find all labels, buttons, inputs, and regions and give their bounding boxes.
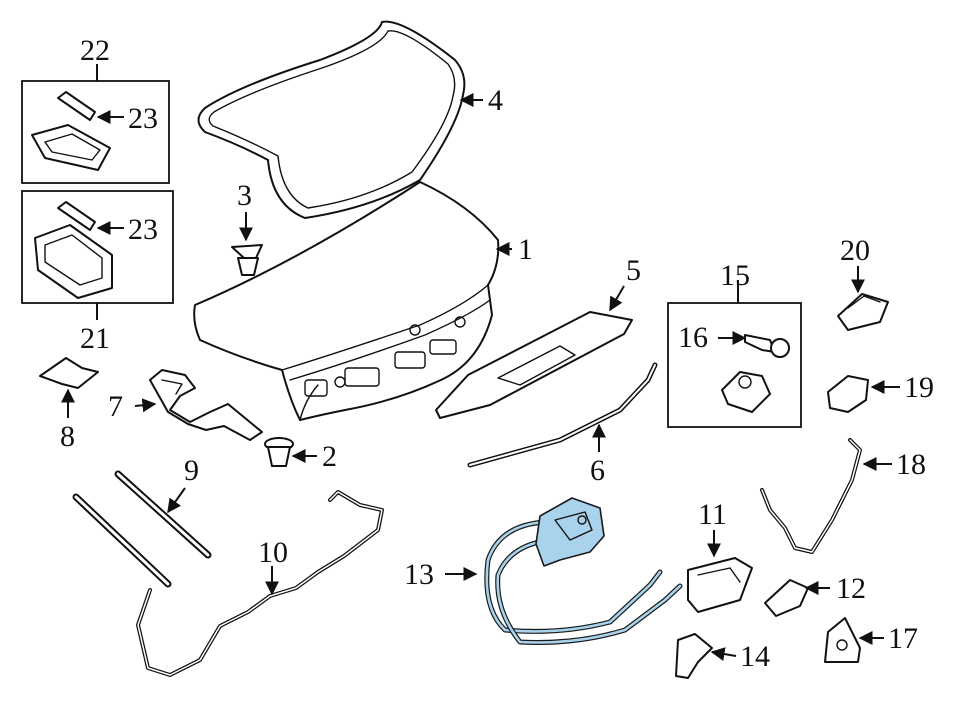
box-15 [667, 302, 802, 428]
switch-19 [827, 375, 869, 413]
callout-20: 20 [840, 234, 870, 267]
callout-8: 8 [60, 420, 75, 453]
switch-15 [721, 371, 771, 413]
cap-17 [824, 617, 861, 663]
callout-9: 9 [184, 454, 199, 487]
push-clip-3 [231, 244, 263, 276]
callout-1: 1 [518, 233, 533, 266]
gas-struts-9 [72, 470, 212, 588]
callout-16: 16 [678, 321, 708, 354]
callout-15: 15 [720, 259, 750, 292]
callout-7: 7 [108, 390, 123, 423]
callout-14: 14 [740, 640, 770, 673]
callout-23-lower: 23 [128, 213, 158, 246]
lock-actuator-13 [484, 497, 683, 645]
molding-strip-6 [467, 362, 658, 468]
callout-17: 17 [888, 622, 918, 655]
push-clip-2 [264, 437, 294, 467]
callout-3: 3 [237, 179, 252, 212]
weatherstrip-seal [197, 20, 466, 219]
trunk-lid [193, 181, 500, 421]
bracket-8 [39, 357, 99, 389]
harness-18 [760, 438, 862, 554]
callout-labels: 1 2 3 4 5 6 7 8 9 10 11 12 13 14 15 16 1… [60, 34, 934, 673]
trim-panel-7 [149, 369, 263, 441]
bracket-12 [764, 579, 809, 617]
callout-5: 5 [626, 254, 641, 287]
box-22 [21, 80, 170, 184]
callout-23-upper: 23 [128, 102, 158, 135]
release-cable-10 [136, 490, 384, 677]
callout-21: 21 [80, 322, 110, 355]
handle-14 [675, 633, 713, 679]
callout-22: 22 [80, 34, 110, 67]
key-16 [744, 334, 790, 358]
callout-12: 12 [836, 572, 866, 605]
callout-11: 11 [698, 498, 727, 531]
leader-lines [61, 64, 900, 661]
latch-11 [687, 557, 753, 613]
callout-10: 10 [258, 536, 288, 569]
lamp-housing-21 [34, 201, 113, 299]
callout-4: 4 [488, 84, 503, 117]
callout-6: 6 [590, 454, 605, 487]
button-20 [837, 293, 889, 331]
callout-13: 13 [404, 558, 434, 591]
callout-18: 18 [896, 448, 926, 481]
courtesy-lamp-22 [31, 91, 111, 171]
callout-19: 19 [904, 371, 934, 404]
license-garnish-5 [435, 311, 633, 419]
callout-2: 2 [322, 440, 337, 473]
